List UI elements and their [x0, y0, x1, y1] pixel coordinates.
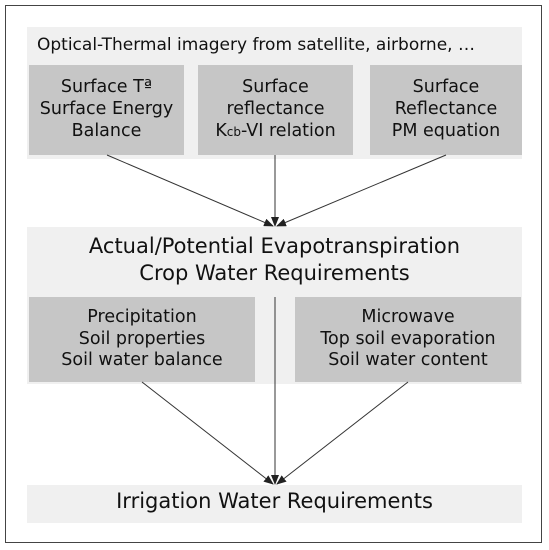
box2-line2: reflectance: [226, 99, 325, 120]
pm-equation-box: Surface Reflectance PM equation: [370, 65, 522, 155]
box4-line3: Soil water balance: [61, 350, 223, 371]
arrow-box3-to-et: [276, 154, 447, 227]
box1-line1: Surface Tª: [60, 77, 153, 98]
box1-line2: Surface Energy: [39, 99, 174, 120]
box3-line1: Surface: [412, 77, 480, 98]
imagery-source-label: Optical-Thermal imagery from satellite, …: [37, 35, 475, 55]
arrow-box5-to-irrigation: [276, 381, 409, 485]
kcb-vi-relation-box: Surface reflectance Kcb-VI relation: [198, 65, 353, 155]
box4-line1: Precipitation: [87, 306, 197, 327]
surface-energy-balance-box: Surface Tª Surface Energy Balance: [29, 65, 184, 155]
kcb-vi-relation-label: Kcb-VI relation: [215, 121, 335, 143]
box5-line1: Microwave: [361, 306, 455, 327]
et-line2: Crop Water Requirements: [139, 261, 410, 286]
kcb-vi-suffix: -VI relation: [241, 120, 336, 141]
box4-line2: Soil properties: [78, 328, 206, 349]
box1-line3: Balance: [71, 120, 142, 141]
kcb-k: K: [215, 120, 227, 141]
arrow-box4-to-irrigation: [141, 381, 274, 485]
box5-line3: Soil water content: [328, 350, 488, 371]
irrigation-title: Irrigation Water Requirements: [116, 489, 433, 513]
soil-water-balance-box: Precipitation Soil properties Soil water…: [29, 297, 255, 382]
kcb-subscript: cb: [226, 124, 242, 139]
box2-line1: Surface: [242, 77, 309, 98]
arrow-box1-to-et: [106, 154, 274, 227]
evapotranspiration-title: Actual/Potential Evapotranspiration Crop…: [27, 233, 522, 288]
et-line1: Actual/Potential Evapotranspiration: [88, 234, 461, 258]
microwave-box: Microwave Top soil evaporation Soil wate…: [295, 297, 521, 382]
box3-line3: PM equation: [391, 120, 501, 141]
box3-line2: Reflectance: [394, 99, 498, 120]
irrigation-panel: [27, 485, 522, 523]
box5-line2: Top soil evaporation: [320, 328, 496, 349]
